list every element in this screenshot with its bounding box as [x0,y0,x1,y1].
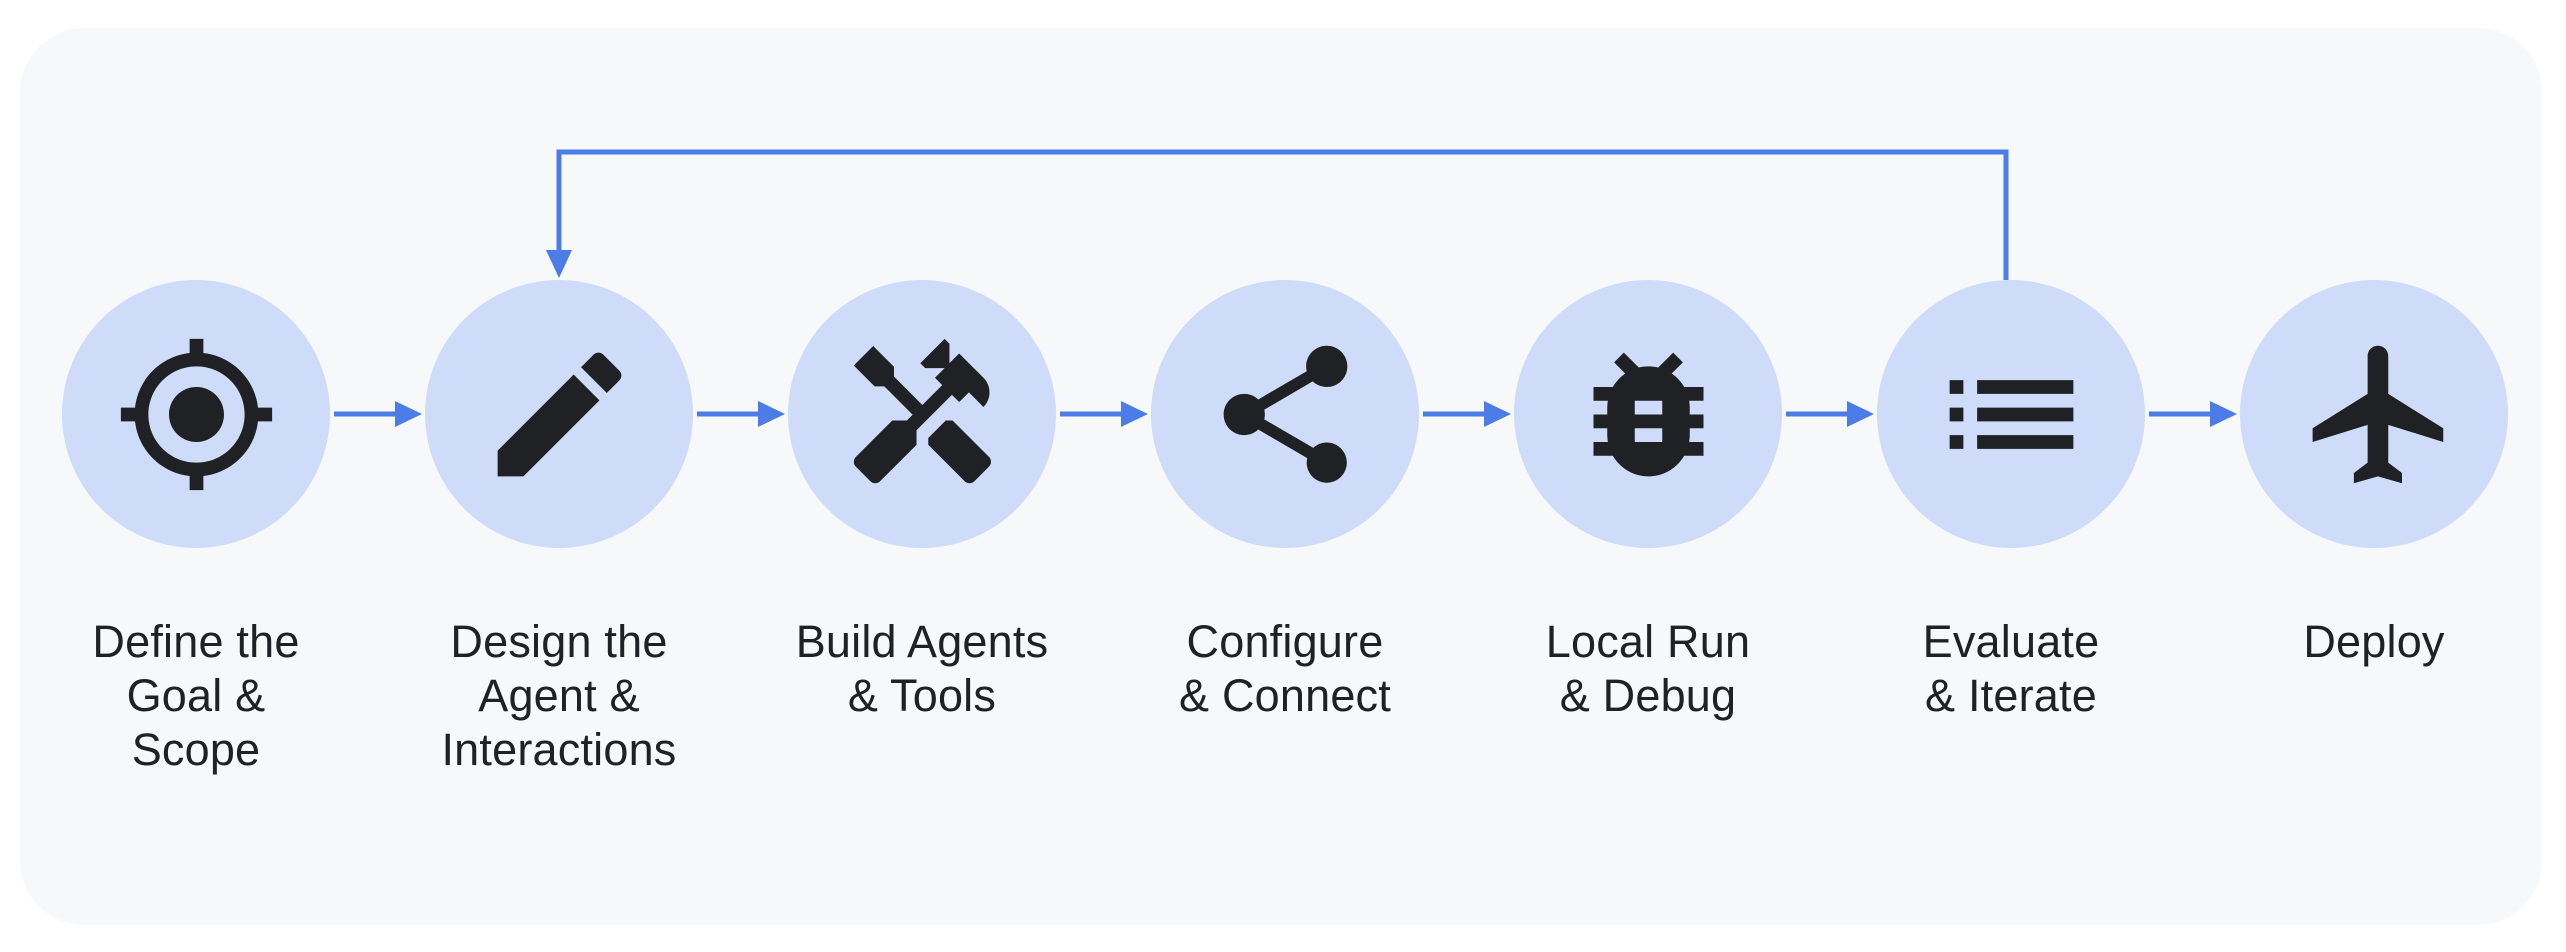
workflow-step-configure: Configure & Connect [1090,280,1480,723]
step-node-configure [1151,280,1419,548]
step-label: Deploy [2303,616,2445,667]
step-label: Build Agents & Tools [795,616,1049,721]
workflow-step-define: Define the Goal & Scope [1,280,391,777]
step-node-debug [1514,280,1782,548]
bug-icon [1593,352,1703,476]
workflow-step-design: Design the Agent & Interactions [364,280,754,777]
workflow-step-deploy: Deploy [2179,280,2566,669]
step-label: Define the Goal & Scope [92,616,300,775]
step-node-evaluate [1877,280,2145,548]
workflow-step-evaluate: Evaluate & Iterate [1816,280,2206,723]
list-icon [1949,379,2073,449]
pencil-icon [497,352,621,476]
step-label: Configure & Connect [1179,616,1391,721]
share-icon [1223,345,1347,483]
step-node-deploy [2240,280,2508,548]
airplane-icon [2312,345,2443,483]
step-node-design [425,280,693,548]
workflow-step-build: Build Agents & Tools [727,280,1117,723]
step-label: Design the Agent & Interactions [441,616,677,775]
step-label: Local Run & Debug [1545,616,1751,721]
workflow-step-debug: Local Run & Debug [1453,280,1843,723]
tools-icon [853,338,991,483]
step-node-build [788,280,1056,548]
target-icon [120,338,272,490]
step-node-define [62,280,330,548]
step-label: Evaluate & Iterate [1922,616,2100,721]
